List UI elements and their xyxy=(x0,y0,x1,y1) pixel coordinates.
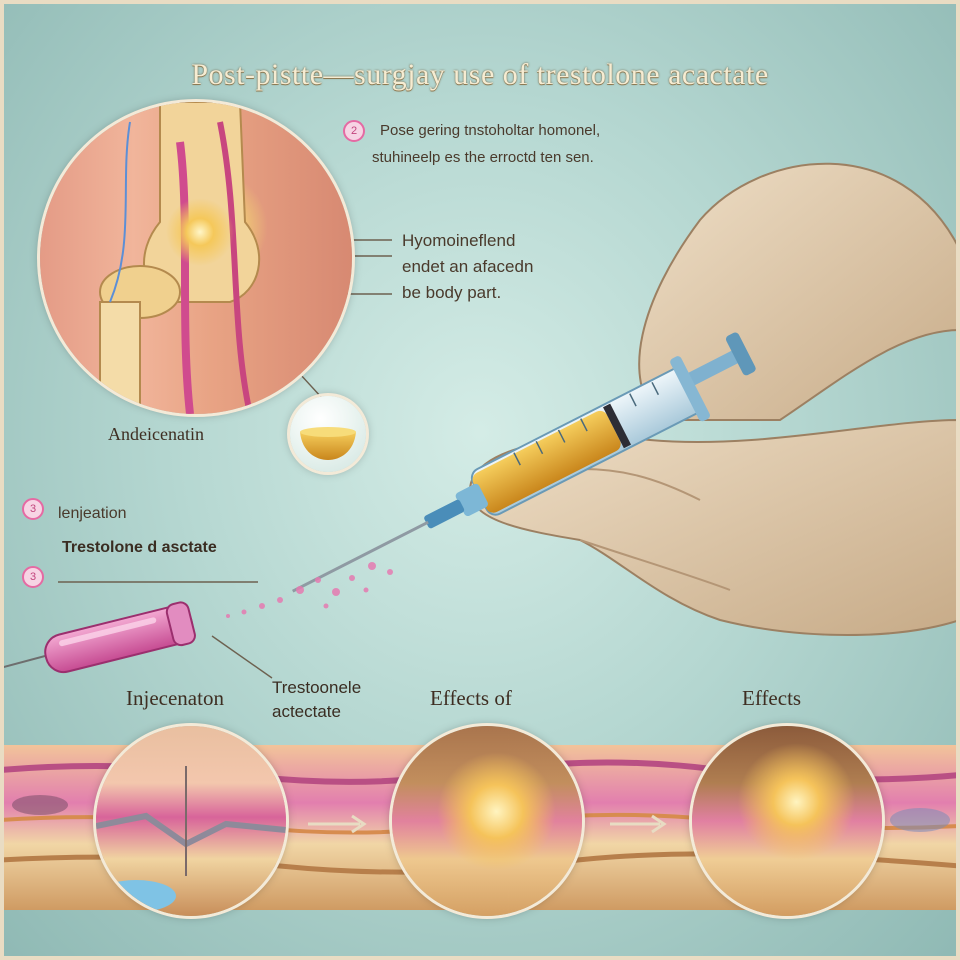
syringe xyxy=(292,332,756,593)
progress-arrows xyxy=(308,814,667,834)
effects-circle-1 xyxy=(392,726,582,916)
callout-top-line-1: Pose gering tnstoholtar homonel, xyxy=(380,122,601,139)
droplets xyxy=(226,562,393,618)
effects-circle-2 xyxy=(692,726,882,916)
callout-top-line-2: stuhineelp es the erroctd ten sen. xyxy=(372,148,594,166)
effects-label-2: Effects xyxy=(742,686,802,710)
callout-middle: Hyomoineflend endet an afacedn be body p… xyxy=(402,228,533,306)
lower-hand xyxy=(468,418,960,636)
callout-injection-line-1: lenjeation xyxy=(58,505,127,522)
drug-label-line-2: actectate xyxy=(272,702,341,721)
callout-middle-line-1: Hyomoineflend xyxy=(402,231,516,250)
drug-label: Trestoonele actectate xyxy=(272,676,361,724)
vial-label: Andeicenatin xyxy=(108,424,204,444)
serum-cup-icon xyxy=(300,427,356,460)
injection-site-circle xyxy=(96,726,286,916)
injection-site-drawing xyxy=(96,766,286,912)
drug-label-line-1: Trestoonele xyxy=(272,678,362,697)
step-marker-4: 3 xyxy=(22,566,44,588)
upper-hand xyxy=(638,162,960,421)
step-2-marker: 2 xyxy=(343,120,365,142)
callout-middle-line-2: endet an afacedn xyxy=(402,257,534,276)
effects-label-1: Effects of xyxy=(430,686,512,710)
step-3-marker: 3 xyxy=(22,498,44,520)
anatomy-drawing xyxy=(99,102,261,414)
capsule xyxy=(0,601,196,674)
serum-circle xyxy=(290,396,366,472)
callout-injection-line-2: Trestolone d asctate xyxy=(62,539,217,556)
callout-middle-line-3: be body part. xyxy=(402,283,502,302)
anatomy-circle xyxy=(40,102,352,414)
callout-top-text: Pose gering tnstoholtar homonel, stuhine… xyxy=(372,122,800,168)
injection-label: Injecenaton xyxy=(126,686,224,710)
page-title: Post-pistte—surgjay use of trestolone ac… xyxy=(191,58,769,91)
